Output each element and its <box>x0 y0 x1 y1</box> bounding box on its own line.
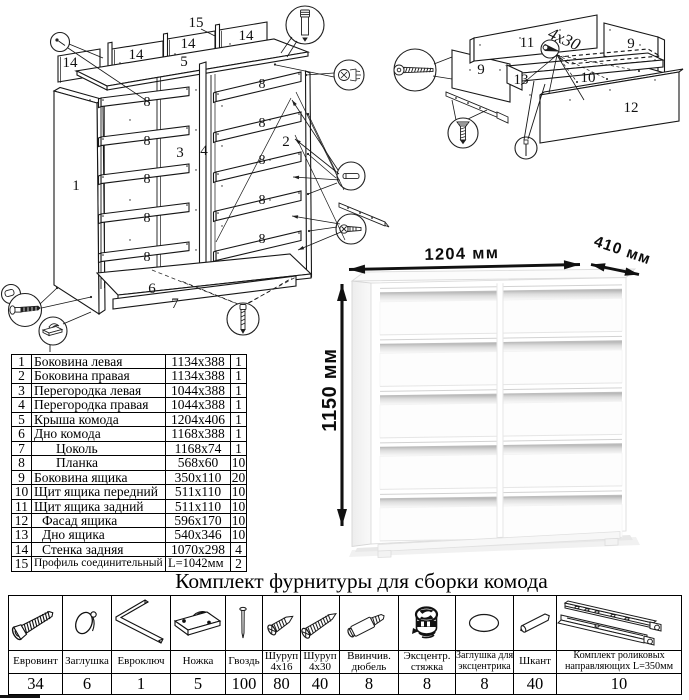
svg-text:15: 15 <box>189 15 204 31</box>
svg-text:6: 6 <box>148 281 156 297</box>
svg-text:8: 8 <box>259 193 266 208</box>
svg-text:11: 11 <box>520 35 534 51</box>
svg-text:8: 8 <box>144 134 151 149</box>
svg-text:13: 13 <box>514 72 529 88</box>
svg-text:9: 9 <box>477 62 485 78</box>
svg-text:12: 12 <box>624 100 639 116</box>
svg-text:1204 мм: 1204 мм <box>424 244 499 264</box>
svg-text:8: 8 <box>259 232 266 247</box>
svg-text:1: 1 <box>72 178 80 194</box>
svg-text:8: 8 <box>144 250 151 265</box>
svg-text:8: 8 <box>144 95 151 110</box>
svg-text:8: 8 <box>259 153 266 168</box>
svg-text:14: 14 <box>239 28 255 44</box>
svg-text:8: 8 <box>259 77 266 92</box>
svg-text:10: 10 <box>581 70 596 86</box>
svg-text:8: 8 <box>144 211 151 226</box>
svg-text:14: 14 <box>181 36 197 52</box>
svg-text:14: 14 <box>129 47 145 63</box>
svg-text:8: 8 <box>144 172 151 187</box>
svg-text:8: 8 <box>259 116 266 131</box>
svg-text:7: 7 <box>171 296 179 312</box>
svg-text:9: 9 <box>627 36 635 52</box>
svg-text:4: 4 <box>200 143 208 159</box>
svg-text:410 мм: 410 мм <box>592 233 653 268</box>
svg-text:1150 мм: 1150 мм <box>319 348 341 431</box>
svg-text:3: 3 <box>176 145 184 161</box>
svg-text:5: 5 <box>180 54 188 70</box>
svg-text:2: 2 <box>282 134 290 150</box>
svg-text:14: 14 <box>63 55 79 71</box>
